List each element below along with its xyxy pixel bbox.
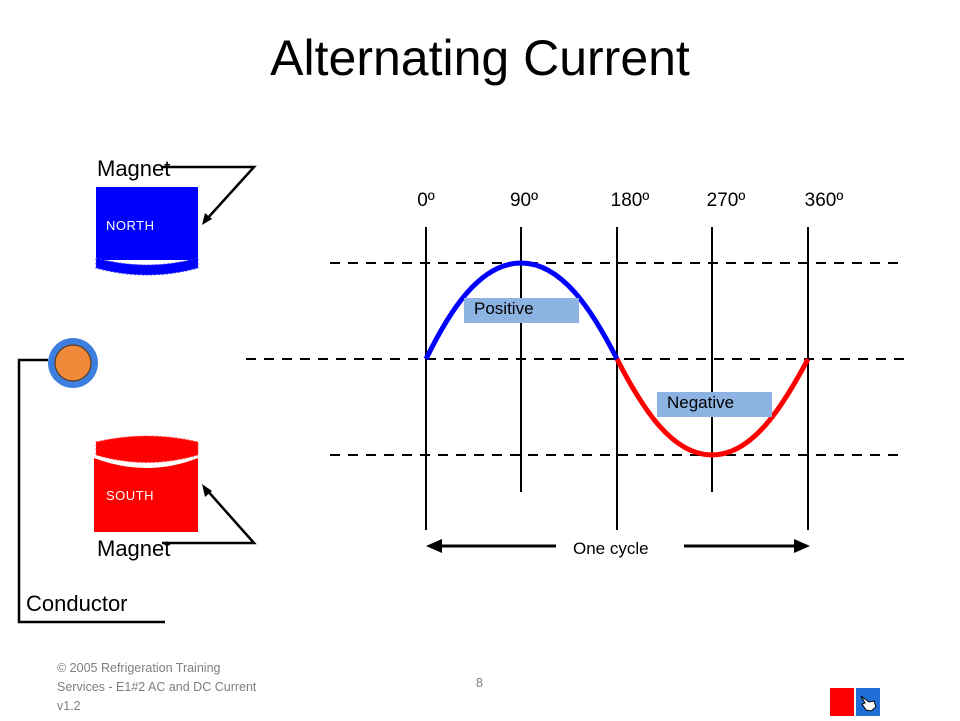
cycle-arrowhead-left — [426, 539, 442, 553]
slide-title: Alternating Current — [270, 30, 690, 86]
conductor-label: Conductor — [26, 591, 128, 616]
footer-copyright: © 2005 Refrigeration Training Services -… — [57, 661, 257, 713]
degree-label-90: 90º — [509, 190, 539, 211]
red-square-button[interactable] — [830, 688, 854, 716]
negative-label: Negative — [657, 392, 772, 417]
degree-label-270: 270º — [706, 190, 746, 211]
positive-half-cycle — [423, 260, 620, 361]
north-label: NORTH — [106, 218, 155, 233]
negative-half-cycle — [614, 357, 811, 458]
degree-label-0: 0º — [417, 190, 435, 211]
south-magnet — [94, 458, 198, 532]
magnet-top-arrowhead — [202, 213, 212, 225]
hand-pointer-button[interactable] — [856, 688, 880, 716]
cycle-label: One cycle — [573, 539, 649, 558]
north-magnet — [96, 187, 198, 260]
south-label: SOUTH — [106, 488, 154, 503]
page-number: 8 — [476, 676, 483, 690]
south-magnet-fringe — [95, 435, 199, 463]
degree-label-180: 180º — [610, 190, 650, 211]
conductor-wire — [17, 358, 165, 624]
degree-label-360: 360º — [804, 190, 844, 211]
north-magnet-fringe — [95, 257, 199, 276]
magnet-bottom-arrowhead — [202, 484, 212, 497]
cycle-arrowhead-right — [794, 539, 810, 553]
conductor-core — [54, 344, 92, 382]
positive-label: Positive — [464, 298, 579, 323]
magnet-bottom-pointer — [162, 488, 257, 545]
magnet-bottom-label: Magnet — [97, 536, 171, 561]
magnet-top-label: Magnet — [97, 156, 171, 181]
magnet-top-pointer — [162, 165, 257, 221]
hand-pointer-icon — [860, 695, 877, 712]
